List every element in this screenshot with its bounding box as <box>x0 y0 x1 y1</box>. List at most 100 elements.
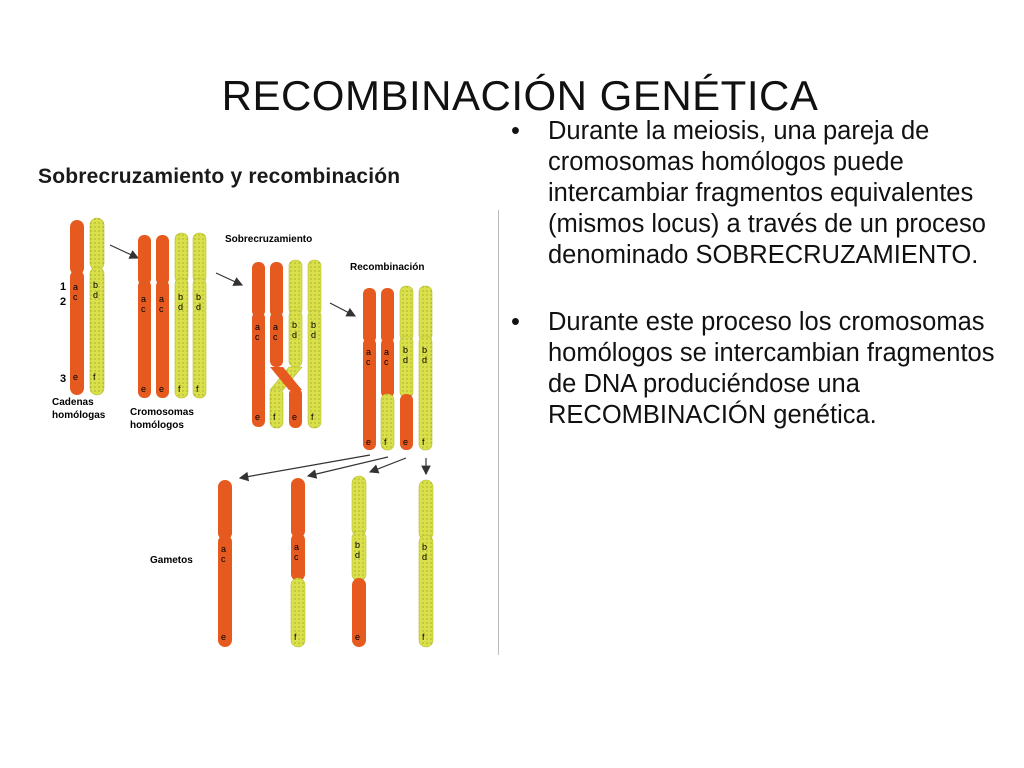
recombination-figure: Sobrecruzamiento y recombinación 1 2 3 a… <box>30 150 500 660</box>
chromosome-orange <box>70 270 84 395</box>
svg-text:c: c <box>273 332 278 342</box>
chromosome-yellow <box>307 309 322 429</box>
svg-text:a: a <box>73 282 78 292</box>
svg-text:e: e <box>141 384 146 394</box>
chromosome-yellow <box>269 387 284 429</box>
svg-text:b: b <box>355 540 360 550</box>
arrow <box>215 272 244 286</box>
svg-text:f: f <box>422 632 425 642</box>
svg-text:d: d <box>311 330 316 340</box>
figure-title: Sobrecruzamiento y recombinación <box>38 165 401 188</box>
svg-text:d: d <box>292 330 297 340</box>
chromosome-yellow <box>380 393 395 451</box>
svg-text:c: c <box>255 332 260 342</box>
slide-title: RECOMBINACIÓN GENÉTICA <box>221 72 819 119</box>
svg-text:d: d <box>355 550 360 560</box>
arrow <box>238 454 371 482</box>
gamete-chromosome <box>218 535 232 647</box>
svg-text:b: b <box>196 292 201 302</box>
bullet-symbol: • <box>511 308 520 336</box>
gamete-chromosome <box>418 479 434 541</box>
stage-recombinacion: ace acf bde bdf <box>363 285 433 451</box>
svg-text:f: f <box>384 437 387 447</box>
arrow <box>306 456 389 479</box>
svg-text:a: a <box>366 347 371 357</box>
chromosome-orange <box>70 220 84 275</box>
chromosome-orange <box>138 280 151 398</box>
svg-text:d: d <box>422 552 427 562</box>
svg-text:e: e <box>403 437 408 447</box>
svg-text:f: f <box>294 632 297 642</box>
locus-number: 2 <box>60 296 66 308</box>
svg-text:f: f <box>93 372 96 382</box>
label-sobrecruzamiento: Sobrecruzamiento <box>225 234 312 245</box>
crossover-orange <box>270 367 302 390</box>
locus-number: 1 <box>60 281 66 293</box>
svg-text:a: a <box>141 294 146 304</box>
bullet-list: • Durante la meiosis, una pareja de crom… <box>508 116 1008 467</box>
figure-divider <box>498 210 499 655</box>
svg-text:e: e <box>255 412 260 422</box>
chromosome-orange <box>363 338 376 450</box>
svg-text:a: a <box>384 347 389 357</box>
bullet-text: Durante este proceso los cromosomas homó… <box>548 308 995 429</box>
label-cromosomas-1: Cromosomas <box>130 407 194 418</box>
label-recombinacion: Recombinación <box>350 262 424 273</box>
chromosome-yellow <box>418 285 433 342</box>
chromosome-yellow <box>307 259 322 316</box>
chromosome-orange <box>156 280 169 398</box>
svg-text:e: e <box>159 384 164 394</box>
chromosome-orange <box>156 235 169 285</box>
chromosome-yellow <box>418 335 433 451</box>
svg-text:c: c <box>294 552 299 562</box>
chromosome-yellow <box>192 232 207 284</box>
stage-cadenas: 1 2 3 ace bdf Cadenas homólogas <box>52 217 106 421</box>
gamete-chromosome <box>291 478 305 538</box>
chromosome-orange <box>381 288 394 343</box>
chromosome-orange <box>363 288 376 343</box>
chromosome-yellow <box>89 266 105 396</box>
svg-text:b: b <box>422 345 427 355</box>
bullet-text: Durante la meiosis, una pareja de cromos… <box>548 117 986 269</box>
arrow <box>329 302 357 317</box>
svg-text:c: c <box>141 304 146 314</box>
gamete-chromosome <box>418 534 434 648</box>
chromosome-yellow <box>192 277 207 399</box>
chromosome-orange <box>138 235 151 285</box>
svg-text:b: b <box>403 345 408 355</box>
svg-text:b: b <box>311 320 316 330</box>
svg-text:f: f <box>196 384 199 394</box>
svg-text:c: c <box>159 304 164 314</box>
chromosome-orange <box>252 262 265 317</box>
svg-text:e: e <box>366 437 371 447</box>
gamete-chromosome <box>352 578 366 647</box>
svg-text:f: f <box>422 437 425 447</box>
gamete-chromosome <box>351 475 367 537</box>
svg-text:a: a <box>294 542 299 552</box>
chromosome-yellow <box>399 285 414 342</box>
label-gametos: Gametos <box>150 555 193 566</box>
gamete-chromosome <box>218 480 232 540</box>
label-cromosomas-2: homólogos <box>130 420 184 431</box>
svg-text:d: d <box>403 355 408 365</box>
svg-text:c: c <box>73 292 78 302</box>
chromosome-yellow <box>174 232 189 284</box>
svg-text:e: e <box>292 412 297 422</box>
svg-text:a: a <box>273 322 278 332</box>
svg-text:b: b <box>178 292 183 302</box>
chromosome-diagram: 1 2 3 ace bdf Cadenas homólogas ace ace … <box>52 217 434 648</box>
svg-text:e: e <box>355 632 360 642</box>
svg-text:d: d <box>196 302 201 312</box>
chromosome-orange <box>289 388 302 428</box>
svg-text:d: d <box>422 355 427 365</box>
svg-text:f: f <box>178 384 181 394</box>
label-cadenas-2: homólogas <box>52 410 106 421</box>
svg-text:d: d <box>93 290 98 300</box>
svg-text:a: a <box>255 322 260 332</box>
chromosome-orange <box>252 312 265 427</box>
chromosome-orange <box>400 394 413 450</box>
chromosome-orange <box>381 338 394 398</box>
arrow <box>109 244 140 259</box>
chromosome-yellow <box>174 277 189 399</box>
stage-sobrecruzamiento: ace acf bde bdf <box>252 259 322 429</box>
